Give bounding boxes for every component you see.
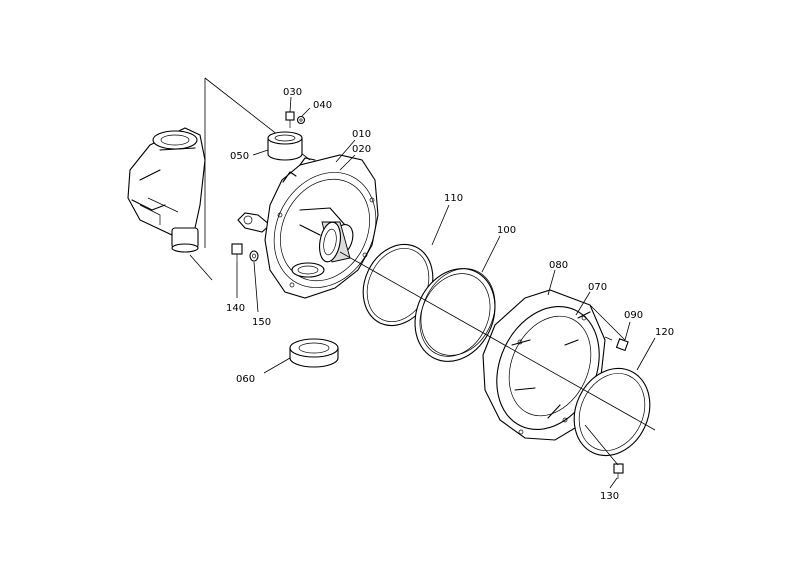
part-130-screw	[613, 463, 624, 479]
label-120: 120	[655, 327, 674, 338]
label-110: 110	[444, 193, 463, 204]
label-130: 130	[600, 491, 619, 502]
part-080-cover	[482, 289, 606, 441]
label-040: 040	[313, 100, 332, 111]
label-050: 050	[230, 151, 249, 162]
label-030: 030	[283, 87, 302, 98]
label-150: 150	[252, 317, 271, 328]
part-060-seal	[289, 338, 339, 368]
part-040-washer	[296, 115, 306, 125]
label-080: 080	[549, 260, 568, 271]
label-060: 060	[236, 374, 255, 385]
mounting-unit	[127, 127, 206, 253]
part-050-bushing	[267, 131, 303, 161]
part-010-housing	[237, 154, 379, 299]
part-140-plug	[231, 243, 243, 262]
label-020: 020	[352, 144, 371, 155]
part-090-bolt	[604, 336, 629, 352]
part-100-ring	[414, 268, 496, 362]
leader-lines	[236, 96, 656, 489]
label-070: 070	[588, 282, 607, 293]
part-030-bolt	[285, 111, 295, 128]
label-100: 100	[497, 225, 516, 236]
label-090: 090	[624, 310, 643, 321]
assembly-axis	[339, 251, 656, 466]
part-labels: 030 040 010 020 050 110 100 080 070 090 …	[226, 87, 674, 502]
part-150-washer	[249, 250, 259, 262]
label-010: 010	[352, 129, 371, 140]
part-120-gasket	[573, 367, 651, 457]
label-140: 140	[226, 303, 245, 314]
